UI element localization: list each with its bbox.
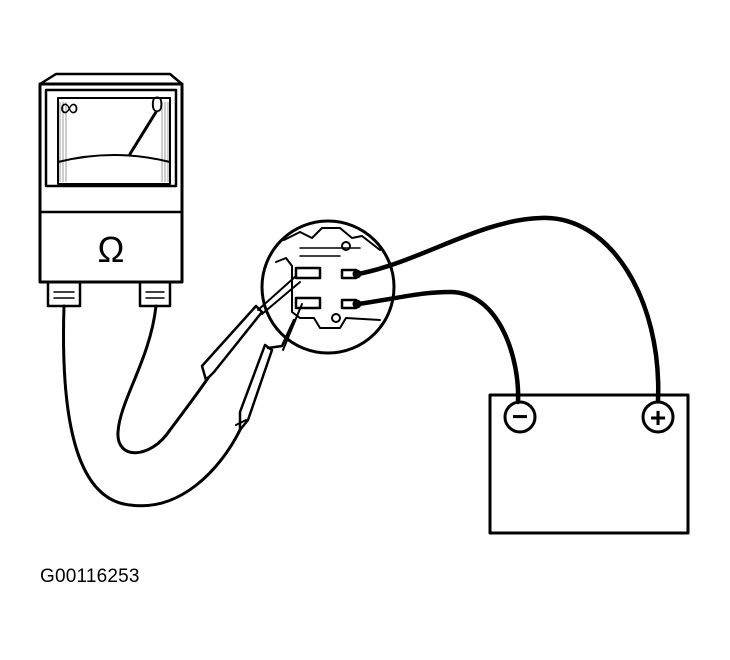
switch-connector — [260, 219, 396, 355]
scale-zero-label: 0 — [151, 92, 163, 117]
test-probe-a — [235, 303, 303, 432]
meter-needle — [128, 110, 158, 156]
test-probe-b — [200, 275, 301, 382]
ohm-symbol: Ω — [98, 229, 125, 270]
meter-scale-arc — [57, 154, 171, 163]
probe-jack-left — [46, 282, 82, 308]
test-lead-right — [116, 304, 210, 455]
terminal-slot-1 — [294, 266, 322, 280]
terminal-slot-2 — [294, 296, 322, 310]
battery-wires — [355, 215, 661, 405]
scale-infinity-label: ∞ — [60, 92, 79, 122]
ohmmeter: ∞ 0 Ω — [38, 72, 184, 308]
test-leads — [62, 275, 303, 508]
battery: − + — [488, 393, 690, 535]
wire-to-positive — [355, 215, 661, 403]
probe-jack-right — [138, 282, 172, 308]
figure-id-caption: G00116253 — [40, 566, 140, 587]
wire-to-negative — [355, 289, 521, 405]
meter-window — [57, 97, 171, 185]
positive-terminal-symbol: + — [650, 402, 666, 433]
negative-terminal-symbol: − — [512, 401, 528, 432]
battery-case — [488, 393, 690, 535]
negative-terminal: − — [503, 400, 537, 434]
test-lead-left — [62, 304, 242, 508]
positive-terminal: + — [641, 400, 675, 434]
